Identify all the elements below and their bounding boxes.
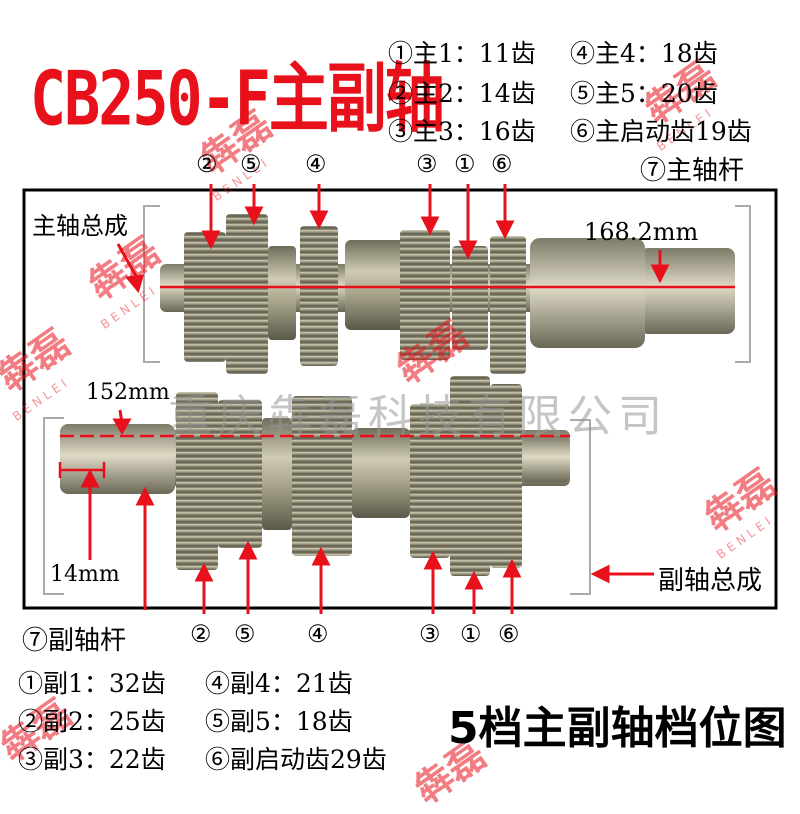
main-marker-4: ④ <box>305 150 327 178</box>
counter-marker-6: ⑥ <box>498 620 520 648</box>
diagram-frame <box>22 188 778 610</box>
main-gear-1 <box>452 246 488 350</box>
main-marker-6: ⑥ <box>491 150 513 178</box>
main-gear-4 <box>300 226 338 366</box>
main-spec-3: ③主3：16齿 <box>388 117 536 146</box>
counter-marker-5: ⑤ <box>234 620 256 648</box>
main-spec-2: ②主2：14齿 <box>388 79 536 108</box>
diagram-caption: 5档主副轴档位图 <box>448 703 787 754</box>
main-marker-1: ① <box>454 150 476 178</box>
counter-gear-1 <box>450 376 490 576</box>
main-gear-5 <box>226 214 268 374</box>
company-watermark: 重庆犇磊科技有限公司 <box>168 391 668 442</box>
counter-gear-6 <box>490 384 522 568</box>
counter-marker-4: ④ <box>307 620 329 648</box>
counter-spec-2: ②副2：25齿 <box>18 707 166 736</box>
counter-spec-4: ④副4：21齿 <box>205 669 353 698</box>
counter-assembly-label: 副轴总成 <box>658 566 763 596</box>
spline-length-label: 14mm <box>50 562 120 587</box>
counter-spec-5: ⑤副5：18齿 <box>205 707 353 736</box>
main-spec-6: ⑥主启动齿19齿 <box>570 117 752 146</box>
main-gear-6 <box>490 236 526 374</box>
main-length-label: 168.2mm <box>584 218 699 246</box>
counter-spec-6: ⑥副启动齿29齿 <box>205 745 387 774</box>
counter-marker-1: ① <box>460 620 482 648</box>
pointer-arrows <box>80 184 670 614</box>
counter-spec-1: ①副1：32齿 <box>18 669 166 698</box>
main-spec-5: ⑤主5：20齿 <box>570 79 718 108</box>
dimension-lines <box>58 285 735 478</box>
dimension-brackets <box>43 205 751 595</box>
main-assembly-label: 主轴总成 <box>32 212 128 240</box>
main-gear-2 <box>184 232 226 362</box>
main-spec-4: ④主4：18齿 <box>570 39 718 68</box>
counter-shaft-assembly <box>60 376 570 576</box>
page-title: CB250-F主副轴 <box>30 55 445 144</box>
main-marker-3: ③ <box>416 150 438 178</box>
main-shaft-rod-label: ⑦主轴杆 <box>640 156 745 186</box>
counter-shaft-rod-label: ⑦副轴杆 <box>22 626 127 656</box>
main-marker-2: ② <box>196 150 218 178</box>
counter-length-label: 152mm <box>86 380 170 405</box>
main-spec-1: ①主1：11齿 <box>388 39 536 68</box>
counter-gear-3 <box>410 404 450 558</box>
counter-marker-3: ③ <box>419 620 441 648</box>
main-marker-5: ⑤ <box>240 150 262 178</box>
main-gear-3 <box>400 230 450 360</box>
counter-marker-2: ② <box>190 620 212 648</box>
counter-spec-3: ③副3：22齿 <box>18 745 166 774</box>
